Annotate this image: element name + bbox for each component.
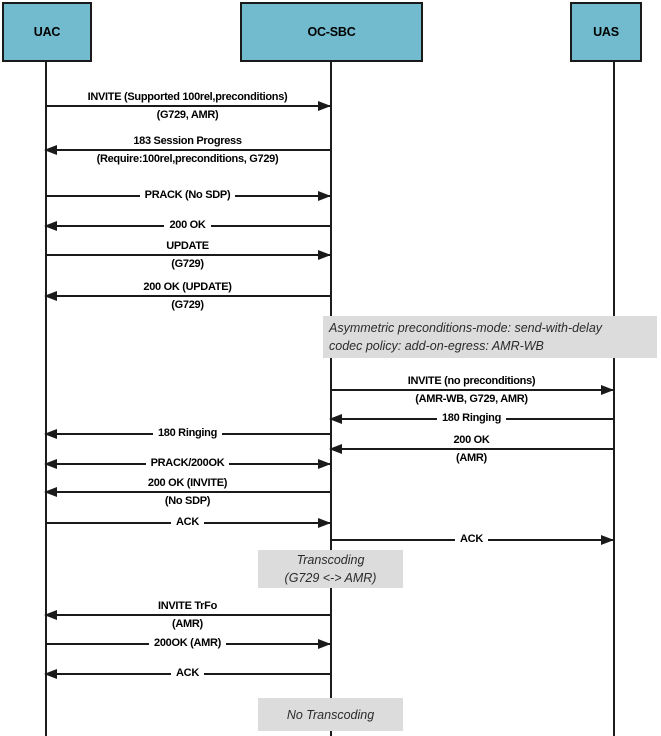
- arrowhead-right-icon: [601, 384, 614, 395]
- arrow-line: [45, 254, 330, 256]
- message-label: 180 Ringing: [45, 427, 330, 440]
- arrow-line: [45, 149, 330, 151]
- message-label: PRACK/200OK: [45, 457, 330, 470]
- note-transcoding: Transcoding (G729 <-> AMR): [258, 550, 403, 588]
- actor-box-uas: UAS: [570, 2, 642, 62]
- note-line-2: codec policy: add-on-egress: AMR-WB: [329, 339, 544, 353]
- note-line-1: No Transcoding: [286, 707, 375, 722]
- arrowhead-left-icon: [44, 220, 57, 231]
- arrow-line: [45, 105, 330, 107]
- lifeline-uas: [613, 58, 615, 736]
- arrow-line: [330, 448, 613, 450]
- message-label: 200 OK: [45, 219, 330, 232]
- message-label: INVITE (no preconditions): [407, 375, 536, 387]
- lifeline-uac: [45, 58, 47, 736]
- arrowhead-left-icon: [44, 458, 57, 469]
- note-line-2: (G729 <-> AMR): [284, 571, 377, 585]
- actor-box-uac: UAC: [2, 2, 92, 62]
- message-label: INVITE TrFo: [157, 600, 218, 612]
- actor-label-uac: UAC: [33, 25, 61, 39]
- message-label: PRACK (No SDP): [45, 189, 330, 202]
- message-label: 180 Ringing: [330, 412, 613, 425]
- arrowhead-left-icon: [44, 486, 57, 497]
- arrowhead-right-icon: [318, 458, 331, 469]
- arrowhead-left-icon: [44, 609, 57, 620]
- note-line-1: Asymmetric preconditions-mode: send-with…: [329, 321, 603, 335]
- message-sublabel: (AMR): [456, 452, 487, 464]
- arrowhead-left-icon: [44, 428, 57, 439]
- note-no-transcoding: No Transcoding: [258, 698, 403, 731]
- arrowhead-right-icon: [318, 638, 331, 649]
- message-label: ACK: [330, 533, 613, 546]
- arrowhead-left-icon: [44, 144, 57, 155]
- arrowhead-left-icon: [329, 443, 342, 454]
- arrowhead-left-icon: [44, 290, 57, 301]
- arrowhead-right-icon: [318, 100, 331, 111]
- arrow-line: [330, 389, 613, 391]
- message-sublabel: (G729): [171, 299, 204, 311]
- arrowhead-right-icon: [318, 190, 331, 201]
- arrowhead-left-icon: [44, 668, 57, 679]
- message-label: 183 Session Progress: [133, 135, 242, 147]
- actor-label-ocsbc: OC-SBC: [307, 25, 356, 39]
- arrow-line: [45, 491, 330, 493]
- message-sublabel: (G729, AMR): [156, 109, 219, 121]
- message-sublabel: (AMR-WB, G729, AMR): [415, 393, 528, 405]
- message-sublabel: (G729): [171, 258, 204, 270]
- message-label: ACK: [45, 516, 330, 529]
- note-line-1: Transcoding: [296, 553, 365, 567]
- arrow-line: [45, 614, 330, 616]
- arrow-line: [45, 295, 330, 297]
- message-label: INVITE (Supported 100rel,preconditions): [87, 91, 288, 103]
- message-label: 200 OK (INVITE): [147, 477, 228, 489]
- message-sublabel: (AMR): [172, 618, 203, 630]
- message-label: UPDATE: [166, 240, 209, 252]
- actor-label-uas: UAS: [593, 25, 619, 39]
- message-label: 200OK (AMR): [45, 637, 330, 650]
- message-sublabel: (No SDP): [164, 495, 211, 507]
- arrowhead-right-icon: [318, 249, 331, 260]
- arrowhead-left-icon: [329, 413, 342, 424]
- lifeline-ocsbc: [330, 58, 332, 736]
- message-sublabel: (Require:100rel,preconditions, G729): [96, 153, 279, 165]
- arrowhead-right-icon: [318, 517, 331, 528]
- arrowhead-right-icon: [601, 534, 614, 545]
- note-asymmetric-preconditions: Asymmetric preconditions-mode: send-with…: [323, 316, 657, 358]
- message-label: 200 OK: [453, 434, 490, 446]
- actor-box-ocsbc: OC-SBC: [240, 2, 423, 62]
- message-label: 200 OK (UPDATE): [143, 281, 232, 293]
- message-label: ACK: [45, 667, 330, 680]
